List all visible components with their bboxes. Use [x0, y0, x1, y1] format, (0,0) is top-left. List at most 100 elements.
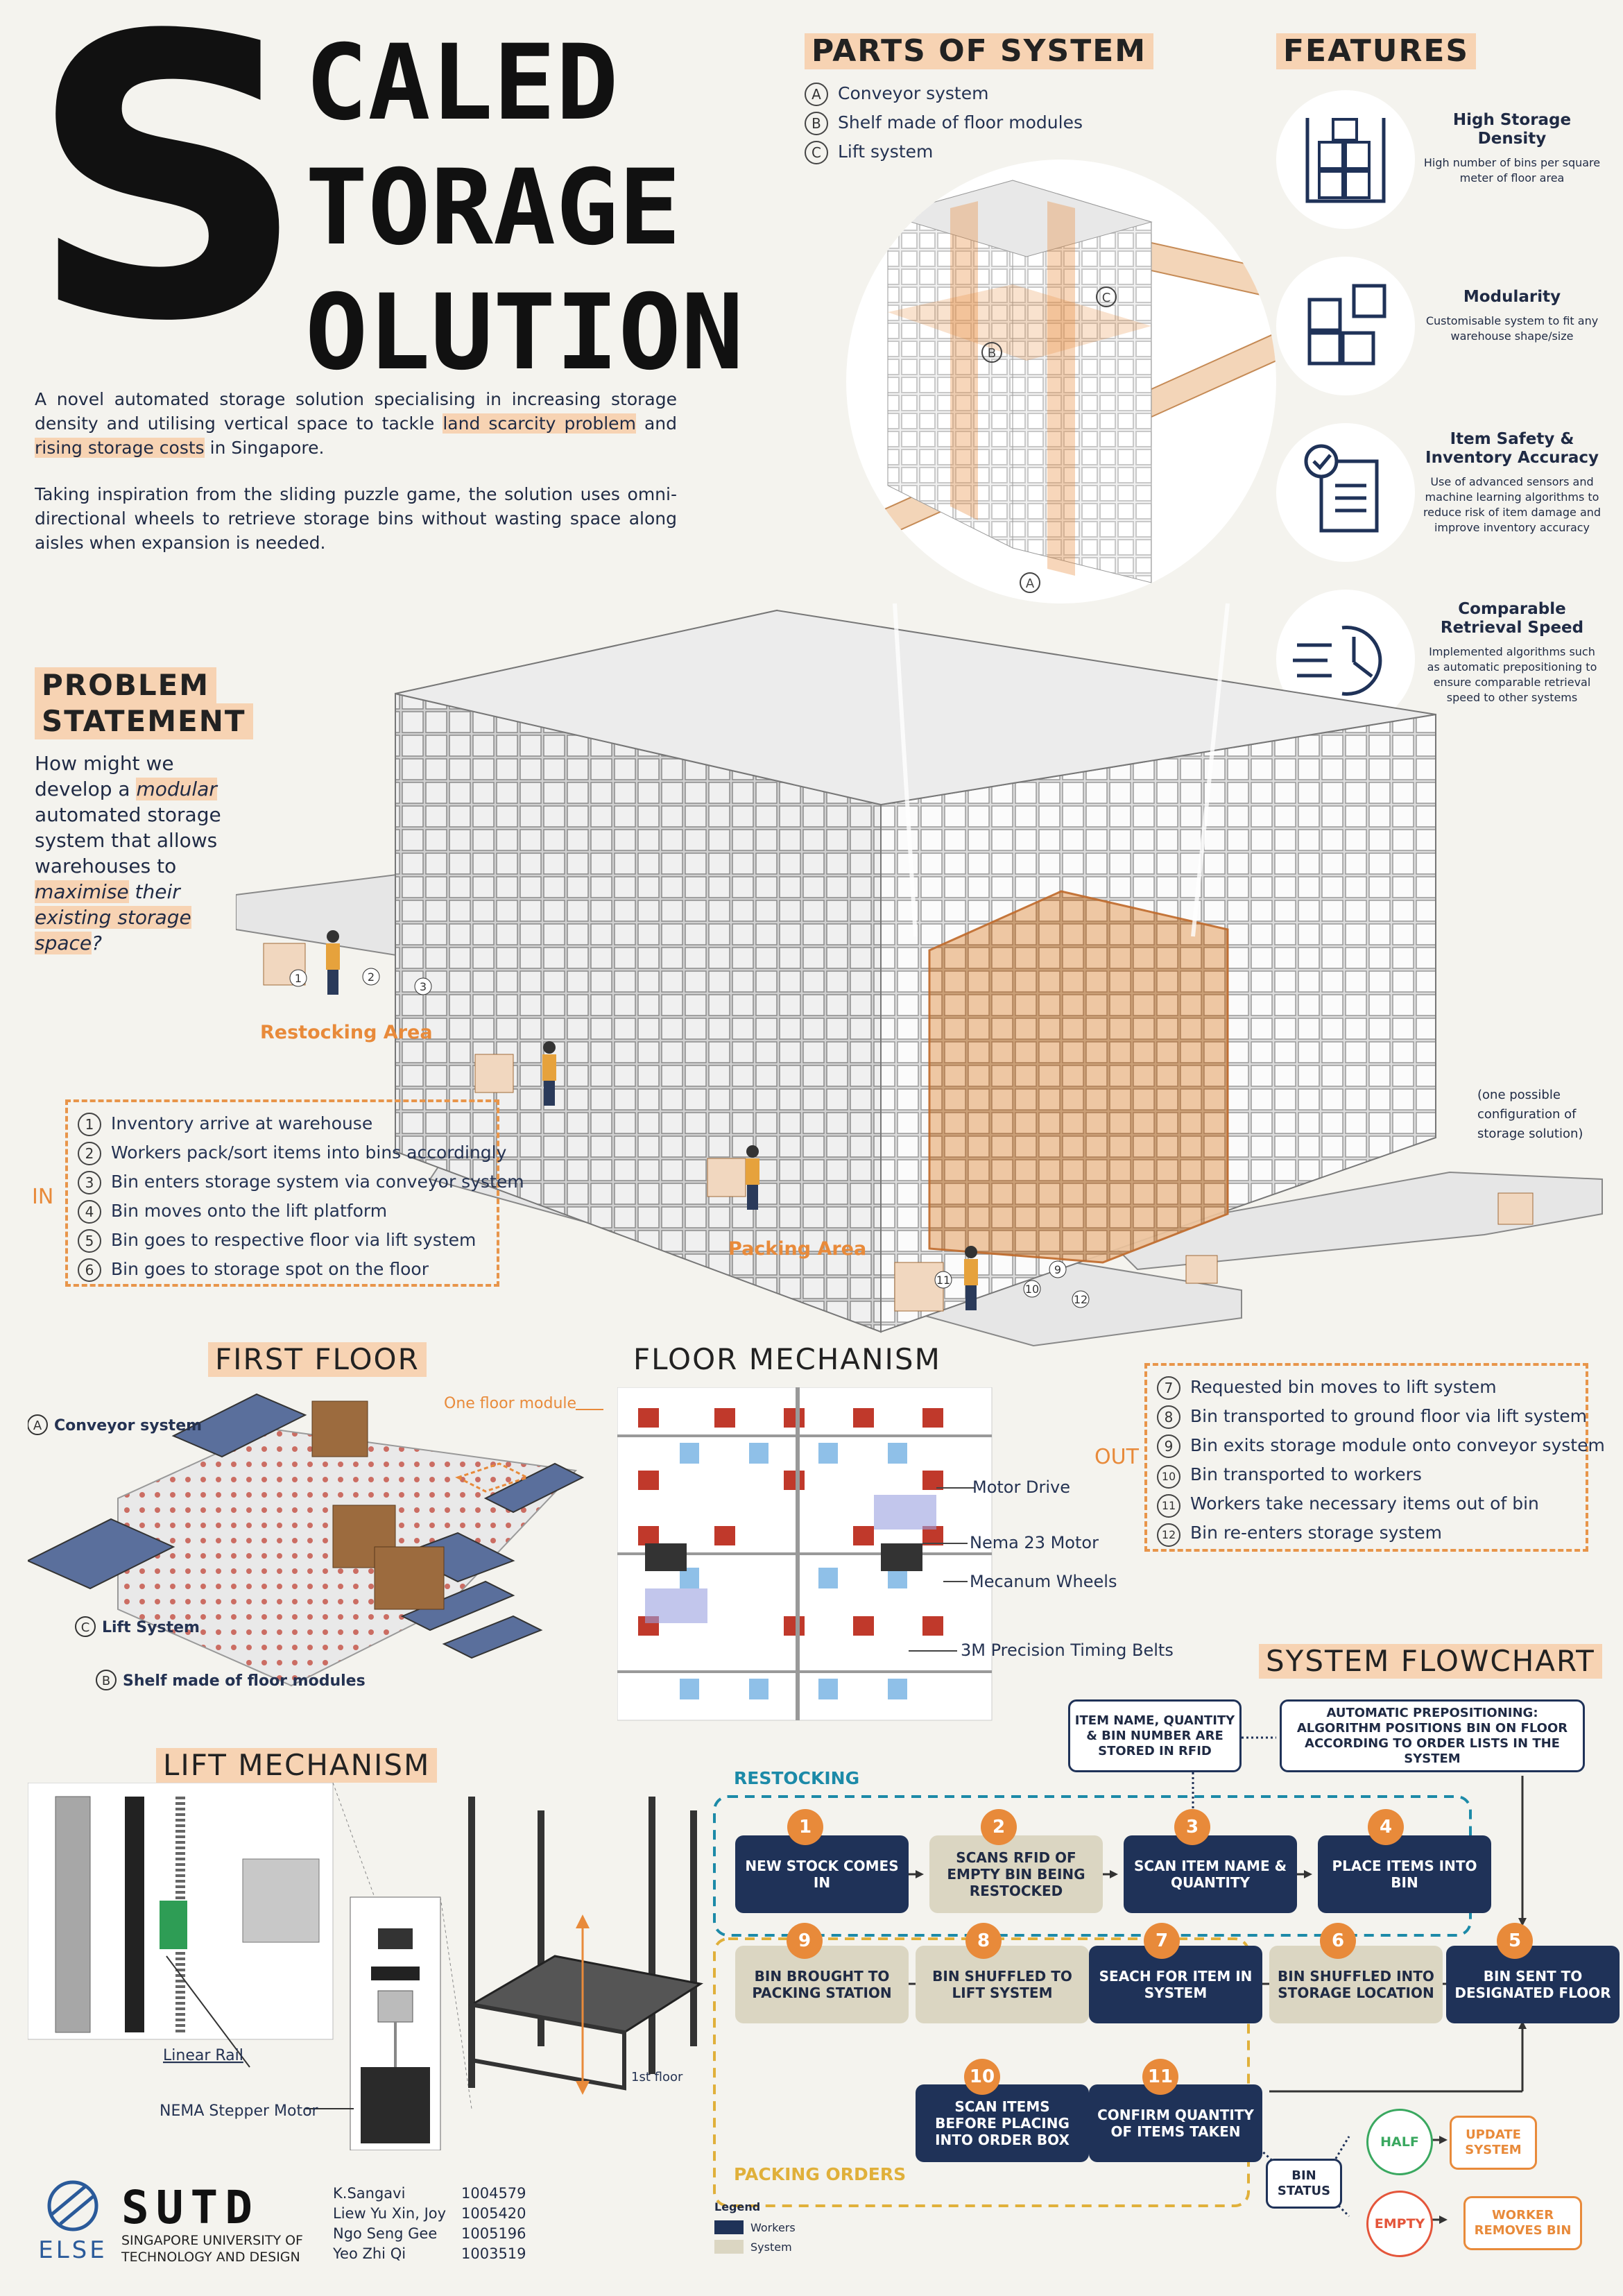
- team-member: K.Sangavi 1004579: [333, 2184, 541, 2204]
- magnifier-label-a: A: [1026, 576, 1035, 591]
- title-line2: TORAGE: [305, 148, 681, 268]
- flow-node-3: SCAN ITEM NAME & QUANTITY: [1124, 1835, 1297, 1913]
- flow-num-2: 2: [981, 1809, 1017, 1845]
- flow-node-7: SEACH FOR ITEM IN SYSTEM: [1089, 1946, 1262, 2023]
- parts-letter: C: [805, 141, 828, 164]
- configuration-note: (one possible configuration of storage s…: [1477, 1088, 1583, 1141]
- features-heading: FEATURES: [1276, 33, 1477, 69]
- in-step-number: 3: [78, 1171, 101, 1194]
- scene-step-2: 2: [368, 970, 375, 984]
- feature-modularity-icon-circle: [1276, 257, 1415, 395]
- parts-letter: B: [805, 112, 828, 135]
- problem-highlight-space: existing storage space: [35, 906, 191, 954]
- feature-title: Modularity: [1463, 288, 1561, 306]
- worker-figure: [746, 1145, 759, 1210]
- out-step-text: Bin transported to workers: [1190, 1464, 1422, 1484]
- flow-num-5: 5: [1497, 1923, 1533, 1959]
- first-floor-conveyor-label: Conveyor system: [54, 1417, 202, 1434]
- parts-item: A Conveyor system: [805, 79, 1193, 108]
- magnifier-shelf-graphic: B C A: [859, 180, 1276, 593]
- first-floor-illustration: One floor module A Conveyor system C Lif…: [28, 1393, 603, 1690]
- parts-letter: A: [805, 83, 828, 106]
- parts-label: Conveyor system: [838, 83, 989, 103]
- feature-modularity-text: Modularity Customisable system to fit an…: [1422, 288, 1602, 344]
- team-member-id: 1005420: [461, 2205, 526, 2222]
- flowchart-heading: SYSTEM FLOWCHART: [1259, 1644, 1602, 1679]
- flow-node-8: BIN SHUFFLED TO LIFT SYSTEM: [916, 1946, 1089, 2023]
- team-member-name: Liew Yu Xin, Joy: [333, 2205, 447, 2222]
- nema-stepper-label: NEMA Stepper Motor: [160, 2102, 319, 2120]
- worker-figure: [964, 1246, 978, 1310]
- in-label: IN: [32, 1185, 54, 1209]
- flow-num-7: 7: [1144, 1923, 1180, 1959]
- team-member-id: 1005196: [461, 2225, 526, 2242]
- intro-text: A novel automated storage solution speci…: [35, 387, 677, 555]
- flowchart-packing-label: PACKING ORDERS: [734, 2164, 907, 2184]
- team-member-id: 1003519: [461, 2245, 526, 2262]
- team-member-id: 1004579: [461, 2185, 526, 2202]
- feature-title: High Storage Density: [1452, 111, 1572, 148]
- bin-half-node: HALF: [1366, 2109, 1433, 2175]
- problem-text-1: How might we develop a: [35, 752, 174, 800]
- scene-step-12: 12: [1074, 1293, 1088, 1306]
- team-member: Liew Yu Xin, Joy 1005420: [333, 2204, 541, 2224]
- flow-node-6: BIN SHUFFLED INTO STORAGE LOCATION: [1269, 1946, 1443, 2023]
- scene-step-9: 9: [1054, 1263, 1061, 1276]
- sutd-logo: SUTD SINGAPORE UNIVERSITY OF TECHNOLOGY …: [121, 2184, 319, 2265]
- nema-23-motor-label: Nema 23 Motor: [970, 1533, 1099, 1552]
- storage-scene-illustration: 1 2 3 9 11 10 12: [236, 603, 1603, 1347]
- out-step-number: 10: [1157, 1465, 1180, 1489]
- flow-node-1: NEW STOCK COMES IN: [735, 1835, 909, 1913]
- worker-figure: [326, 930, 340, 995]
- first-floor-heading: FIRST FLOOR: [208, 1342, 427, 1377]
- parts-item: B Shelf made of floor modules: [805, 108, 1193, 137]
- parts-label: Shelf made of floor modules: [838, 112, 1083, 132]
- else-logo-text: ELSE: [38, 2236, 108, 2264]
- bin-status-node: BIN STATUS: [1266, 2159, 1342, 2209]
- scene-step-1: 1: [295, 972, 302, 985]
- in-step-text: Bin moves onto the lift platform: [111, 1201, 388, 1221]
- lift-mechanism-heading: LIFT MECHANISM: [156, 1748, 438, 1783]
- intro-paragraph-1: A novel automated storage solution speci…: [35, 387, 677, 460]
- feature-density-icon-circle: [1276, 90, 1415, 229]
- modules-icon: [1307, 284, 1386, 366]
- first-floor-shelf-label: Shelf made of floor modules: [123, 1672, 366, 1690]
- first-floor-letter-a: A: [33, 1419, 42, 1433]
- flow-num-6: 6: [1320, 1923, 1356, 1959]
- feature-modularity: Modularity Customisable system to fit an…: [1276, 257, 1598, 409]
- shelf-bins-icon: [1305, 118, 1386, 203]
- motor-drive-label: Motor Drive: [972, 1477, 1070, 1497]
- flow-num-8: 8: [965, 1923, 1002, 1959]
- else-logo: ELSE: [35, 2178, 111, 2264]
- intro-text-c: in Singapore.: [204, 438, 325, 458]
- bin-empty-node: EMPTY: [1366, 2191, 1433, 2257]
- sutd-logo-mark: SUTD: [121, 2181, 259, 2234]
- flow-num-9: 9: [787, 1923, 823, 1959]
- in-step-text: Workers pack/sort items into bins accord…: [111, 1142, 507, 1163]
- legend-workers-swatch: [714, 2220, 744, 2234]
- feature-desc: Use of advanced sensors and machine lear…: [1423, 475, 1601, 534]
- in-step-number: 1: [78, 1113, 101, 1136]
- magnifier-illustration: B C A: [846, 160, 1276, 603]
- flow-num-11: 11: [1142, 2059, 1178, 2095]
- legend-workers-label: Workers: [750, 2220, 796, 2234]
- feature-desc: Customisable system to fit any warehouse…: [1425, 314, 1599, 343]
- team-member-name: K.Sangavi: [333, 2185, 406, 2202]
- problem-heading-2: STATEMENT: [35, 703, 253, 739]
- legend-workers: Workers: [714, 2220, 853, 2234]
- team-list: K.Sangavi 1004579 Liew Yu Xin, Joy 1005420…: [333, 2184, 541, 2264]
- out-step-text: Workers take necessary items out of bin: [1190, 1493, 1539, 1514]
- legend-system: System: [714, 2240, 853, 2254]
- scene-step-11: 11: [936, 1274, 950, 1287]
- flow-num-4: 4: [1368, 1809, 1404, 1845]
- clock-speed-icon: [1293, 626, 1382, 696]
- intro-text-b: and: [635, 413, 677, 434]
- problem-section: PROBLEM STATEMENT How might we develop a…: [35, 667, 253, 956]
